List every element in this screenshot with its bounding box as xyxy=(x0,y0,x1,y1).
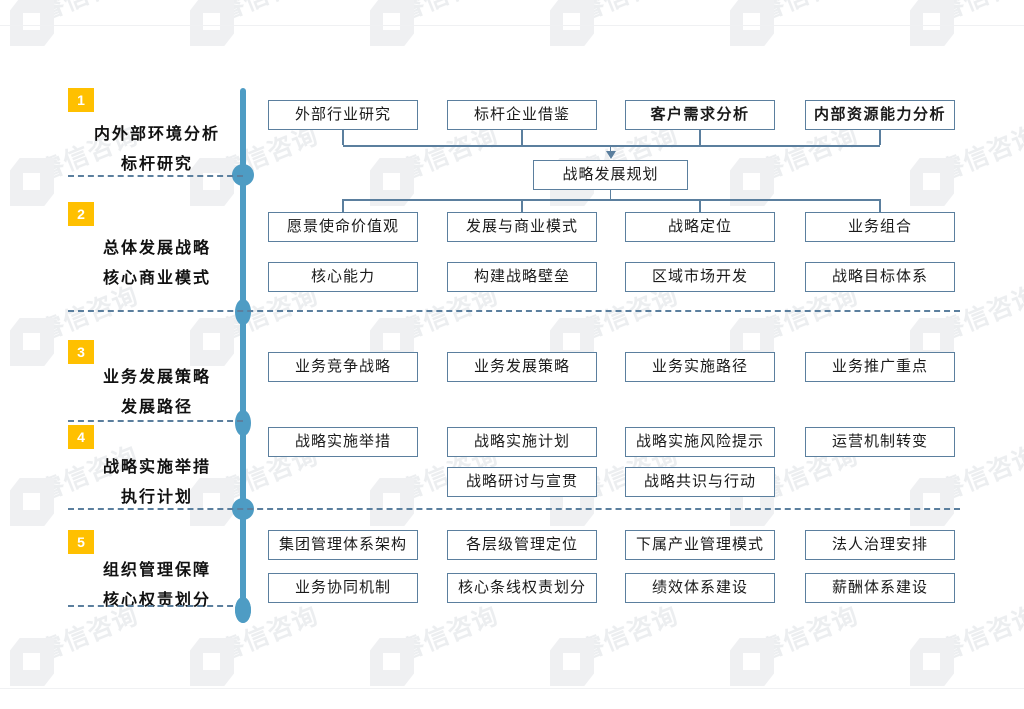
node-box[interactable]: 战略目标体系 xyxy=(805,262,955,292)
node-box[interactable]: 核心条线权责划分 xyxy=(447,573,597,603)
node-box[interactable]: 薪酬体系建设 xyxy=(805,573,955,603)
stage-separator xyxy=(68,420,243,422)
connector-arrowhead-icon xyxy=(605,151,616,159)
node-box[interactable]: 外部行业研究 xyxy=(268,100,418,130)
node-box[interactable]: 构建战略壁垒 xyxy=(447,262,597,292)
node-box[interactable]: 战略实施风险提示 xyxy=(625,427,775,457)
stage-title-line: 执行计划 xyxy=(120,489,193,506)
stage-separator xyxy=(68,605,243,607)
stage-separator xyxy=(68,175,243,177)
node-box[interactable]: 愿景使命价值观 xyxy=(268,212,418,242)
stage-title-line: 内外部环境分析 xyxy=(93,126,220,143)
stage-title-line: 标杆研究 xyxy=(120,156,193,173)
connector-drop xyxy=(521,130,523,145)
node-box[interactable]: 标杆企业借鉴 xyxy=(447,100,597,130)
connector-hub-in xyxy=(609,145,612,152)
node-box[interactable]: 业务发展策略 xyxy=(447,352,597,382)
node-box[interactable]: 绩效体系建设 xyxy=(625,573,775,603)
connector-rise xyxy=(342,199,344,212)
stage-title-line: 总体发展战略 xyxy=(102,240,211,257)
node-box[interactable]: 业务实施路径 xyxy=(625,352,775,382)
node-box[interactable]: 内部资源能力分析 xyxy=(805,100,955,130)
connector-rise xyxy=(879,199,881,212)
stage-badge-1: 1 xyxy=(68,88,94,112)
stage-title-2: 总体发展战略核心商业模式 xyxy=(72,234,242,294)
node-box[interactable]: 各层级管理定位 xyxy=(447,530,597,560)
stage-separator xyxy=(68,310,960,312)
node-box[interactable]: 业务协同机制 xyxy=(268,573,418,603)
node-box[interactable]: 发展与商业模式 xyxy=(447,212,597,242)
stage-title-line: 核心权责划分 xyxy=(102,592,211,609)
connector-rise xyxy=(699,199,701,212)
page-rule-top xyxy=(0,25,1024,26)
stage-title-line: 核心商业模式 xyxy=(102,270,211,287)
stage-title-1: 内外部环境分析标杆研究 xyxy=(72,120,242,180)
node-box[interactable]: 核心能力 xyxy=(268,262,418,292)
timeline-node-3 xyxy=(235,410,251,436)
stage-separator xyxy=(68,508,960,510)
connector-drop xyxy=(342,130,344,145)
node-box[interactable]: 战略实施计划 xyxy=(447,427,597,457)
stage-title-line: 业务发展策略 xyxy=(102,369,211,386)
node-box[interactable]: 战略共识与行动 xyxy=(625,467,775,497)
node-box[interactable]: 法人治理安排 xyxy=(805,530,955,560)
stage-title-3: 业务发展策略发展路径 xyxy=(72,363,242,423)
node-box[interactable]: 战略研讨与宣贯 xyxy=(447,467,597,497)
stage-title-line: 战略实施举措 xyxy=(102,459,211,476)
timeline-node-1 xyxy=(232,164,254,186)
connector-hub-out xyxy=(609,190,612,199)
node-box[interactable]: 业务竞争战略 xyxy=(268,352,418,382)
stage-badge-5: 5 xyxy=(68,530,94,554)
hub-box[interactable]: 战略发展规划 xyxy=(533,160,688,190)
node-box[interactable]: 区域市场开发 xyxy=(625,262,775,292)
stage-title-line: 组织管理保障 xyxy=(102,562,211,579)
connector-bus-bottom xyxy=(343,199,880,201)
stage-badge-2: 2 xyxy=(68,202,94,226)
stage-title-5: 组织管理保障核心权责划分 xyxy=(72,556,242,616)
connector-bus-top xyxy=(343,145,880,147)
node-box[interactable]: 集团管理体系架构 xyxy=(268,530,418,560)
node-box[interactable]: 战略定位 xyxy=(625,212,775,242)
stage-badge-4: 4 xyxy=(68,425,94,449)
timeline-node-2 xyxy=(235,299,251,325)
connector-drop xyxy=(699,130,701,145)
node-box[interactable]: 下属产业管理模式 xyxy=(625,530,775,560)
stage-title-4: 战略实施举措执行计划 xyxy=(72,453,242,513)
stage-title-line: 发展路径 xyxy=(120,399,193,416)
connector-drop xyxy=(879,130,881,145)
node-box[interactable]: 业务组合 xyxy=(805,212,955,242)
stage-badge-3: 3 xyxy=(68,340,94,364)
connector-rise xyxy=(521,199,523,212)
page-rule-bottom xyxy=(0,688,1024,689)
node-box[interactable]: 运营机制转变 xyxy=(805,427,955,457)
timeline-node-end xyxy=(235,597,251,623)
node-box[interactable]: 业务推广重点 xyxy=(805,352,955,382)
node-box[interactable]: 战略实施举措 xyxy=(268,427,418,457)
timeline-spine xyxy=(240,88,246,608)
node-box[interactable]: 客户需求分析 xyxy=(625,100,775,130)
